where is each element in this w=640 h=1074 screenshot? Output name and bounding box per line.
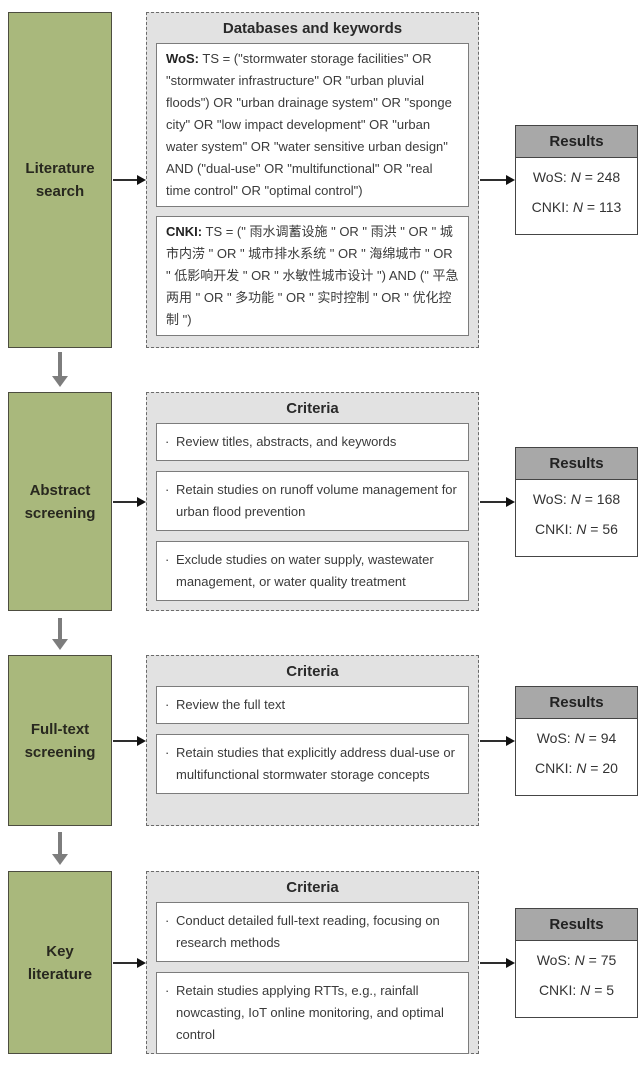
arrow-down-icon [52, 352, 68, 387]
flow-row-literature-search: Literature search Databases and keywords… [0, 12, 640, 348]
results-header: Results [516, 447, 637, 480]
bullet-icon: · [165, 745, 170, 760]
results-box: Results WoS: N = 168 CNKI: N = 56 [515, 446, 638, 557]
panel-databases-keywords: Databases and keywords WoS: TS = ("storm… [146, 12, 479, 348]
arrow-right-icon [480, 496, 515, 507]
panel-title: Criteria [286, 400, 339, 417]
panel-title: Criteria [286, 663, 339, 680]
results-line-cnki: CNKI: N = 113 [531, 199, 622, 215]
panel-criteria-key-literature: Criteria · Conduct detailed full-text re… [146, 871, 479, 1054]
stage-label: Full-text screening [24, 720, 96, 761]
bullet-icon: · [165, 983, 170, 998]
stage-box-fulltext-screening: Full-text screening [8, 655, 112, 826]
query-item-wos: WoS: TS = ("stormwater storage facilitie… [156, 43, 469, 207]
flow-row-fulltext-screening: Full-text screening Criteria · Review th… [0, 655, 640, 826]
results-box: Results WoS: N = 248 CNKI: N = 113 [515, 125, 638, 235]
bullet-icon: · [165, 913, 170, 928]
criteria-item: · Conduct detailed full-text reading, fo… [156, 902, 469, 962]
arrow-right-icon [113, 735, 146, 746]
results-line-cnki: CNKI: N = 5 [538, 981, 615, 998]
query-item-cnki: CNKI: TS = (" 雨水调蓄设施 " OR " 雨洪 " OR " 城市… [156, 216, 469, 336]
bullet-icon: · [165, 552, 170, 567]
query-db-prefix: CNKI: [166, 224, 203, 239]
bullet-icon: · [165, 697, 170, 712]
criteria-item: · Retain studies that explicitly address… [156, 734, 469, 794]
results-box: Results WoS: N = 94 CNKI: N = 20 [515, 685, 638, 796]
criteria-item: · Review titles, abstracts, and keywords [156, 423, 469, 461]
arrow-down-icon [52, 618, 68, 650]
panel-title: Databases and keywords [222, 20, 403, 37]
flow-row-abstract-screening: Abstract screening Criteria · Review tit… [0, 392, 640, 611]
arrow-right-icon [113, 175, 146, 185]
stage-box-key-literature: Key literature [8, 871, 112, 1054]
results-header: Results [516, 908, 637, 941]
results-box: Results WoS: N = 75 CNKI: N = 5 [515, 907, 638, 1018]
bullet-icon: · [165, 434, 170, 449]
results-line-wos: WoS: N = 75 [536, 951, 617, 968]
stage-label: Key literature [27, 942, 93, 983]
results-line-cnki: CNKI: N = 20 [535, 759, 618, 776]
criteria-item: · Retain studies applying RTTs, e.g., ra… [156, 972, 469, 1054]
panel-criteria-abstract: Criteria · Review titles, abstracts, and… [146, 392, 479, 611]
query-db-prefix: WoS: [166, 51, 199, 66]
arrow-right-icon [480, 175, 515, 185]
criteria-item: · Review the full text [156, 686, 469, 724]
query-text: TS = (" 雨水调蓄设施 " OR " 雨洪 " OR " 城市内涝 " O… [166, 224, 459, 327]
results-line-wos: WoS: N = 168 [532, 490, 621, 507]
criteria-item: · Exclude studies on water supply, waste… [156, 541, 469, 601]
results-header: Results [516, 126, 637, 158]
panel-title: Criteria [286, 879, 339, 896]
stage-box-abstract-screening: Abstract screening [8, 392, 112, 611]
results-line-cnki: CNKI: N = 56 [535, 520, 618, 537]
results-line-wos: WoS: N = 94 [536, 729, 617, 746]
arrow-right-icon [480, 957, 515, 968]
arrow-right-icon [113, 496, 146, 507]
results-header: Results [516, 686, 637, 719]
panel-criteria-fulltext: Criteria · Review the full text · Retain… [146, 655, 479, 826]
arrow-down-icon [52, 832, 68, 865]
criteria-item: · Retain studies on runoff volume manage… [156, 471, 469, 531]
query-text: TS = ("stormwater storage facilities" OR… [166, 51, 452, 198]
stage-label: Literature search [25, 160, 95, 200]
stage-box-literature-search: Literature search [8, 12, 112, 348]
arrow-right-icon [113, 957, 146, 968]
stage-label: Abstract screening [24, 481, 96, 522]
flow-row-key-literature: Key literature Criteria · Conduct detail… [0, 871, 640, 1054]
bullet-icon: · [165, 482, 170, 497]
results-line-wos: WoS: N = 248 [532, 169, 621, 185]
arrow-right-icon [480, 735, 515, 746]
